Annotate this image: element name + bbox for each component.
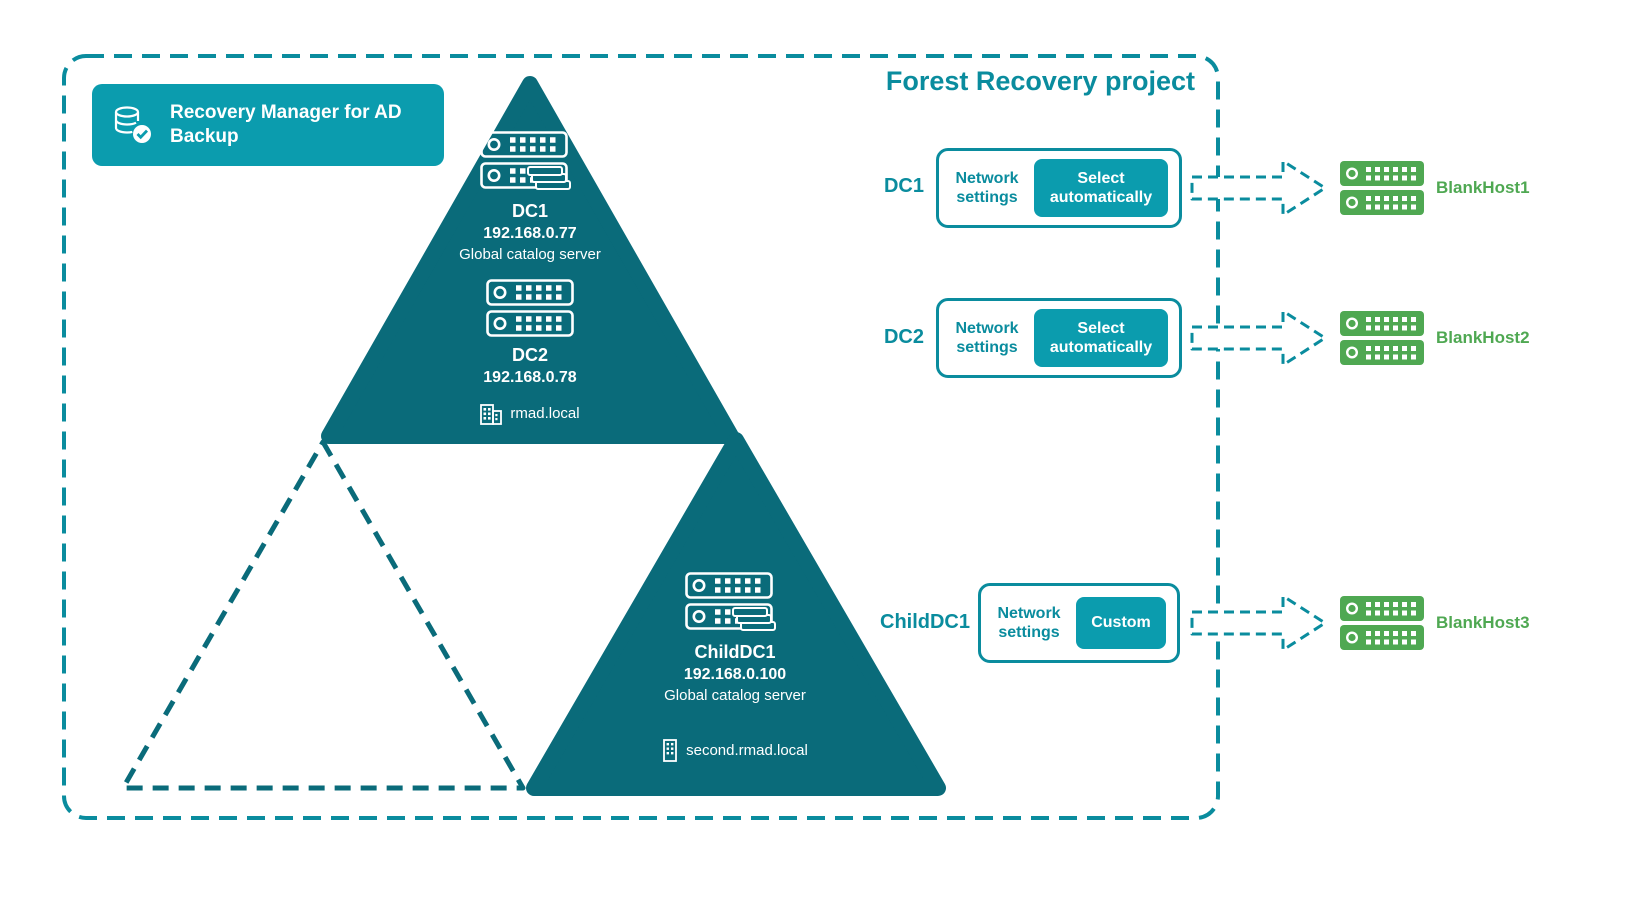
page-title: Forest Recovery project (885, 66, 1195, 96)
blankhost2-label: BlankHost2 (1436, 328, 1530, 347)
root-domain-triangle (321, 76, 739, 444)
blankhost1-label: BlankHost1 (1436, 178, 1530, 197)
building-icon (662, 738, 678, 762)
building-icon (480, 401, 503, 425)
database-check-icon (112, 105, 154, 145)
row-childdc1-label: ChildDC1 (880, 611, 970, 633)
empty-domain-dashed-triangle (120, 439, 526, 791)
child-domain-name: second.rmad.local (686, 741, 808, 759)
childdc1-role: Global catalog server (664, 687, 806, 704)
dc2-name: DC2 (511, 345, 548, 365)
row-dc2-settings-box: Network settings Select automatically (936, 298, 1182, 378)
row-childdc1-network-settings-label: Network settings (997, 604, 1061, 641)
green-server-icon (1340, 161, 1424, 215)
dc2-ip: 192.168.0.78 (483, 369, 577, 386)
row-dc1-network-settings-label: Network settings (955, 169, 1019, 206)
dashed-arrow-dc1-to-host1 (1190, 159, 1327, 217)
row-dc1-settings-box: Network settings Select automatically (936, 148, 1182, 228)
dashed-arrow-dc2-to-host2 (1190, 309, 1327, 367)
root-domain-name: rmad.local (510, 404, 580, 422)
child-domain-content: ChildDC1 192.168.0.100 Global catalog se… (587, 572, 883, 762)
dashed-arrow-childdc1-to-host3 (1190, 594, 1327, 652)
dc1-ip: 192.168.0.77 (483, 225, 577, 242)
row-dc2-network-settings-label: Network settings (955, 319, 1019, 356)
rmad-backup-badge: Recovery Manager for AD Backup (92, 84, 444, 166)
childdc1-ip: 192.168.0.100 (683, 666, 787, 683)
green-server-icon (1340, 311, 1424, 365)
row-dc2-select-automatically-button[interactable]: Select automatically (1034, 309, 1168, 367)
root-domain-label-row: rmad.local (480, 401, 580, 425)
row-dc1-select-automatically-button[interactable]: Select automatically (1034, 159, 1168, 217)
blankhost3-label: BlankHost3 (1436, 613, 1530, 632)
dc1-name: DC1 (511, 201, 548, 221)
row-dc1-label: DC1 (883, 175, 924, 197)
server-with-backup-icon (685, 572, 785, 634)
childdc1-name: ChildDC1 (694, 642, 776, 662)
project-boundary-dashed-border (62, 54, 1220, 820)
dc1-role: Global catalog server (459, 246, 601, 263)
server-icon (486, 279, 574, 337)
root-domain-content: DC1 192.168.0.77 Global catalog server D (382, 131, 678, 425)
server-with-backup-icon (480, 131, 580, 193)
row-childdc1-settings-box: Network settings Custom (978, 583, 1180, 663)
green-server-icon (1340, 596, 1424, 650)
row-childdc1-custom-button[interactable]: Custom (1076, 597, 1166, 649)
row-dc2-label: DC2 (883, 326, 924, 348)
child-domain-label-row: second.rmad.local (662, 738, 808, 762)
badge-label: Recovery Manager for AD Backup (170, 102, 402, 147)
